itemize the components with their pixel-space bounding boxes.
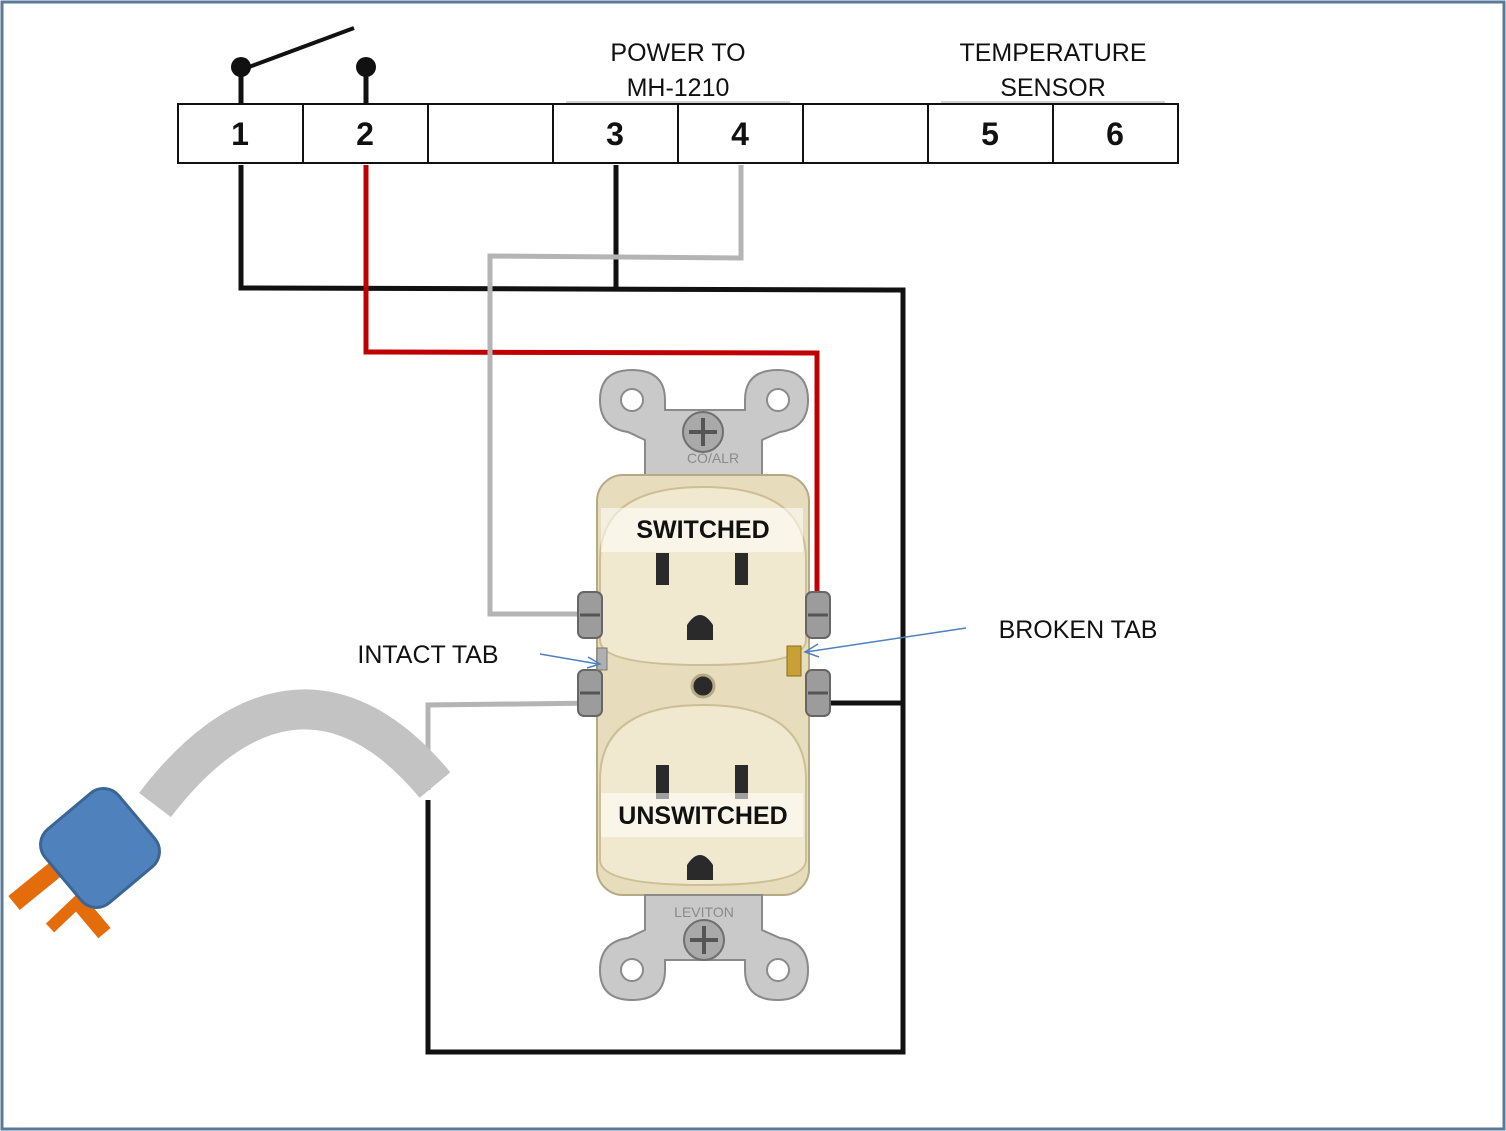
power-label-line2: MH-1210 [627,74,730,102]
red-wire-switched [363,165,820,600]
black-wire-line [238,165,906,706]
screw-icon [577,669,603,717]
black-wire-loop [425,703,906,1055]
plug-icon [8,689,451,939]
switch-icon [231,26,376,104]
terminal-1-label: 1 [231,116,249,152]
temperature-label-line2: SENSOR [1000,74,1106,102]
gray-wire-neutral [487,165,744,617]
power-label-line1: POWER TO [610,39,745,67]
screw-icon [682,411,724,453]
screw-icon [805,591,831,639]
screw-icon [577,591,603,639]
intact-tab-arrow [539,653,602,669]
terminal-5-label: 5 [981,116,999,152]
terminal-2-label: 2 [356,116,374,152]
intact-tab [596,647,608,671]
upper-neutral-slot [656,553,669,585]
switched-label-backdrop [601,508,803,552]
broken-tab [786,645,802,677]
switched-label: SWITCHED [636,516,769,544]
screw-icon [683,919,725,961]
upper-stamp-text: CO/ALR [687,450,739,466]
intact-tab-label: INTACT TAB [357,641,498,669]
plug-body [39,787,161,909]
terminal-6-label: 6 [1106,116,1124,152]
duplex-receptacle: CO/ALR [577,368,831,1002]
power-cord [139,689,451,818]
terminal-strip: 1 2 3 4 5 6 [177,103,1179,164]
terminal-4-label: 4 [731,116,749,152]
broken-tab-label: BROKEN TAB [999,616,1158,644]
upper-hot-slot [735,553,748,585]
lower-ground-hole [687,855,713,880]
unswitched-label-backdrop [601,793,803,837]
terminal-3-label: 3 [606,116,624,152]
broken-tab-arrow [803,627,967,658]
unswitched-label: UNSWITCHED [618,802,787,830]
lower-stamp-text: LEVITON [674,904,734,920]
temperature-label-line1: TEMPERATURE [959,39,1146,67]
lower-hot-slot [735,765,748,799]
plug-prong-upper [8,857,68,910]
center-screw-hole [690,673,716,699]
lower-neutral-slot [656,765,669,799]
upper-ground-hole [687,615,713,640]
screw-icon [805,669,831,717]
